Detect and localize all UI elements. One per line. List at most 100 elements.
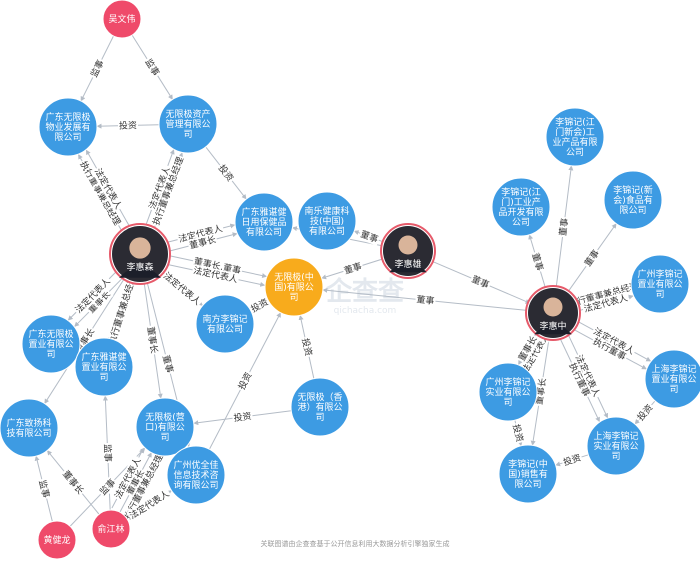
- node-label: 南乐健康科技(中国)有限公司: [304, 205, 349, 237]
- edge-label-bg: [159, 352, 177, 376]
- edge-label-bg: [560, 451, 584, 469]
- edge-label-bg: [566, 359, 594, 400]
- avatar-face-icon: [129, 237, 151, 259]
- node-wuwenwei[interactable]: 吴文伟: [102, 0, 142, 39]
- node-lihuisen[interactable]: 李惠森: [109, 223, 171, 285]
- edge-label-bg: [581, 246, 603, 270]
- node-circle: [603, 170, 663, 230]
- edge-label-bg: [84, 287, 114, 317]
- edge-label-bg: [126, 487, 173, 523]
- node-label: 广州优全佳信息技术咨询有限公司: [173, 459, 218, 491]
- edge-label-bg: [590, 324, 638, 358]
- edge-label-bg: [581, 291, 630, 316]
- node-sh-ljj-zhiye[interactable]: 上海李锦记置业有限公司: [644, 349, 700, 409]
- edge-label-bg: [468, 272, 493, 292]
- node-circle: [297, 191, 357, 251]
- node-label: 俞江林: [97, 523, 124, 535]
- node-label: 李锦记(江门新会)工业产品有限公司: [552, 116, 597, 158]
- node-circle: [195, 294, 255, 354]
- node-circle: [586, 416, 646, 476]
- node-label: 李锦记(中国)销售有限公司: [508, 458, 548, 490]
- node-wxj-hk[interactable]: 无限极（香港）有限公司: [290, 377, 350, 437]
- node-nanle[interactable]: 南乐健康科技(中国)有限公司: [297, 191, 357, 251]
- edge-label-bg: [96, 475, 119, 499]
- node-gdwxj-wuye[interactable]: 广东无限极物业发展有限公司: [38, 97, 98, 157]
- node-circle: [234, 192, 294, 252]
- edge-label-bg: [215, 161, 237, 185]
- edge-label: 董事: [416, 293, 435, 307]
- node-circle: [166, 445, 226, 505]
- node-label: 南方李锦记有限公司: [202, 313, 247, 335]
- edge-label: 投资: [299, 337, 315, 357]
- node-lihuixiong[interactable]: 李惠雄: [380, 223, 436, 279]
- node-wxj-china[interactable]: 无限极(中国)有限公司: [264, 257, 324, 317]
- node-lihuizhong[interactable]: 李惠中: [525, 285, 581, 341]
- node-nf-ljj[interactable]: 南方李锦记有限公司: [195, 294, 255, 354]
- node-label: 李惠雄: [394, 258, 421, 270]
- edge-label-bg: [357, 227, 381, 246]
- node-ljj-jiangmen-ind[interactable]: 李锦记(江门)工业产品开发有限公司: [491, 177, 551, 237]
- edge-label-bg: [191, 254, 244, 278]
- node-label: 无限极资产管理有限公司: [165, 108, 210, 140]
- node-circle: [21, 314, 81, 374]
- node-circle: [491, 177, 551, 237]
- edge-label-bg: [105, 272, 140, 348]
- node-ljj-jiangmen-xinhui[interactable]: 李锦记(江门新会)工业产品有限公司: [545, 107, 605, 167]
- node-gd-wxj-zhiye[interactable]: 广东无限极置业有限公司: [21, 314, 81, 374]
- node-circle: [498, 444, 558, 504]
- edge-label-bg: [144, 324, 161, 356]
- node-sh-ljj-shiye[interactable]: 上海李锦记实业有限公司: [586, 416, 646, 476]
- edge-label-bg: [145, 163, 174, 213]
- node-circle: [91, 509, 131, 549]
- node-huangjianlong[interactable]: 黄健龙: [37, 520, 77, 560]
- node-gz-ljj-zhiye[interactable]: 广州李锦记置业有限公司: [630, 254, 690, 314]
- edge-label-bg: [235, 369, 255, 393]
- edge-label-bg: [141, 55, 163, 79]
- node-gz-youquanjia[interactable]: 广州优全佳信息技术咨询有限公司: [166, 445, 226, 505]
- edge-label-bg: [36, 477, 53, 501]
- node-ljj-xinhui-food[interactable]: 李锦记(新会)食品有限公司: [603, 170, 663, 230]
- node-circle: [264, 257, 324, 317]
- node-ljj-china-sales[interactable]: 李锦记(中国)销售有限公司: [498, 444, 558, 504]
- avatar-face-icon: [398, 235, 418, 255]
- edge-label-bg: [111, 454, 145, 502]
- node-gd-yajian-zhiye[interactable]: 广东雅谌健置业有限公司: [74, 337, 134, 397]
- edge-label-bg: [187, 233, 219, 252]
- node-label: 上海李锦记实业有限公司: [593, 430, 638, 462]
- edge-label-bg: [572, 351, 604, 400]
- node-label: 广东雅谌健置业有限公司: [81, 351, 126, 383]
- edge-label-bg: [532, 376, 549, 407]
- edge-label-bg: [341, 259, 365, 278]
- node-gd-yajian[interactable]: 广东雅谌健日用保健品有限公司: [234, 192, 294, 252]
- edge-label-bg: [590, 334, 630, 364]
- edge-label-bg: [231, 409, 254, 425]
- node-yujianglin[interactable]: 俞江林: [91, 509, 131, 549]
- node-gz-ljj-shiye[interactable]: 广州李锦记实业有限公司: [478, 362, 538, 422]
- edge-label-bg: [633, 401, 657, 424]
- node-label: 李惠中: [539, 320, 566, 332]
- node-gd-zhiyang[interactable]: 广东致扬科技有限公司: [0, 398, 59, 458]
- node-wxj-yingkou[interactable]: 无限极(营口)有限公司: [135, 397, 195, 457]
- edge-label-bg: [59, 467, 87, 498]
- node-label: 李锦记(新会)食品有限公司: [613, 184, 653, 216]
- node-label: 吴文伟: [108, 13, 135, 25]
- edge-label-bg: [101, 442, 115, 464]
- avatar-body-icon: [534, 324, 572, 335]
- edge-label-bg: [299, 335, 315, 359]
- node-circle: [37, 520, 77, 560]
- node-label: 黄健龙: [43, 534, 70, 546]
- node-circle: [38, 97, 98, 157]
- node-label: 广东无限极物业发展有限公司: [45, 111, 90, 143]
- node-label: 广东无限极置业有限公司: [28, 328, 73, 360]
- edge-label: 投资: [233, 410, 252, 424]
- node-label: 李惠森: [126, 261, 153, 273]
- node-wxj-zichan[interactable]: 无限极资产管理有限公司: [158, 94, 218, 154]
- edge-label-bg: [509, 421, 527, 445]
- edge-label-bg: [528, 250, 547, 274]
- node-label: 李锦记(江门)工业产品开发有限公司: [498, 186, 543, 228]
- edge-label-bg: [414, 293, 437, 308]
- node-circle: [74, 337, 134, 397]
- node-label: 广州李锦记实业有限公司: [485, 376, 530, 408]
- edge-label-bg: [247, 295, 272, 316]
